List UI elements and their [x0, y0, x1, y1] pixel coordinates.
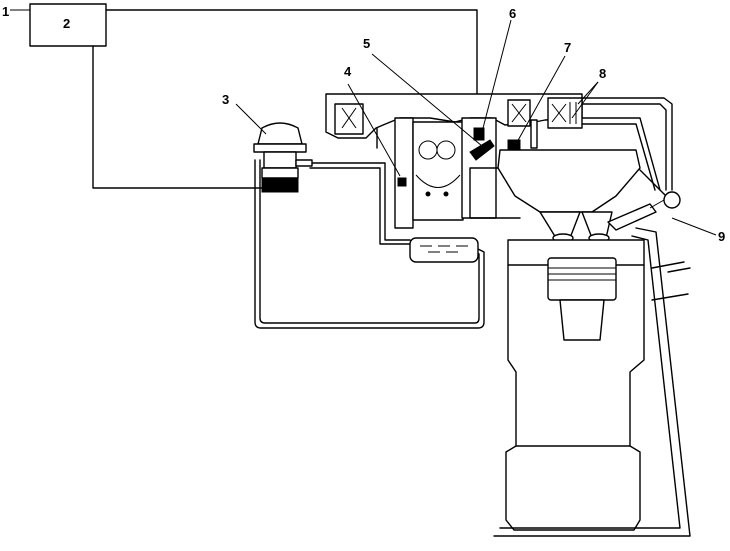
duct-inserts [334, 99, 531, 135]
callout-2: 2 [63, 16, 70, 31]
piston [547, 257, 617, 341]
callout-3: 3 [222, 92, 229, 107]
sensor-3 [253, 122, 313, 193]
callout-1: 1 [2, 4, 9, 19]
right-lines [581, 97, 673, 191]
reservoir [409, 237, 479, 263]
intake-plenum [469, 149, 669, 219]
control-unit [10, 3, 478, 189]
callout-9: 9 [718, 229, 725, 244]
leader-lines [235, 19, 717, 236]
callout-5: 5 [363, 36, 370, 51]
exhaust-pipe [493, 227, 691, 537]
valves [539, 211, 613, 243]
hose-lines [254, 159, 485, 329]
callout-8: 8 [599, 66, 606, 81]
throttle-body-4 [394, 117, 464, 229]
sensor-6 [473, 127, 485, 141]
callout-7: 7 [564, 40, 571, 55]
callout-4: 4 [344, 64, 352, 79]
callout-6: 6 [509, 6, 516, 21]
sensor-9 [607, 191, 681, 231]
injectors-8 [547, 97, 583, 129]
